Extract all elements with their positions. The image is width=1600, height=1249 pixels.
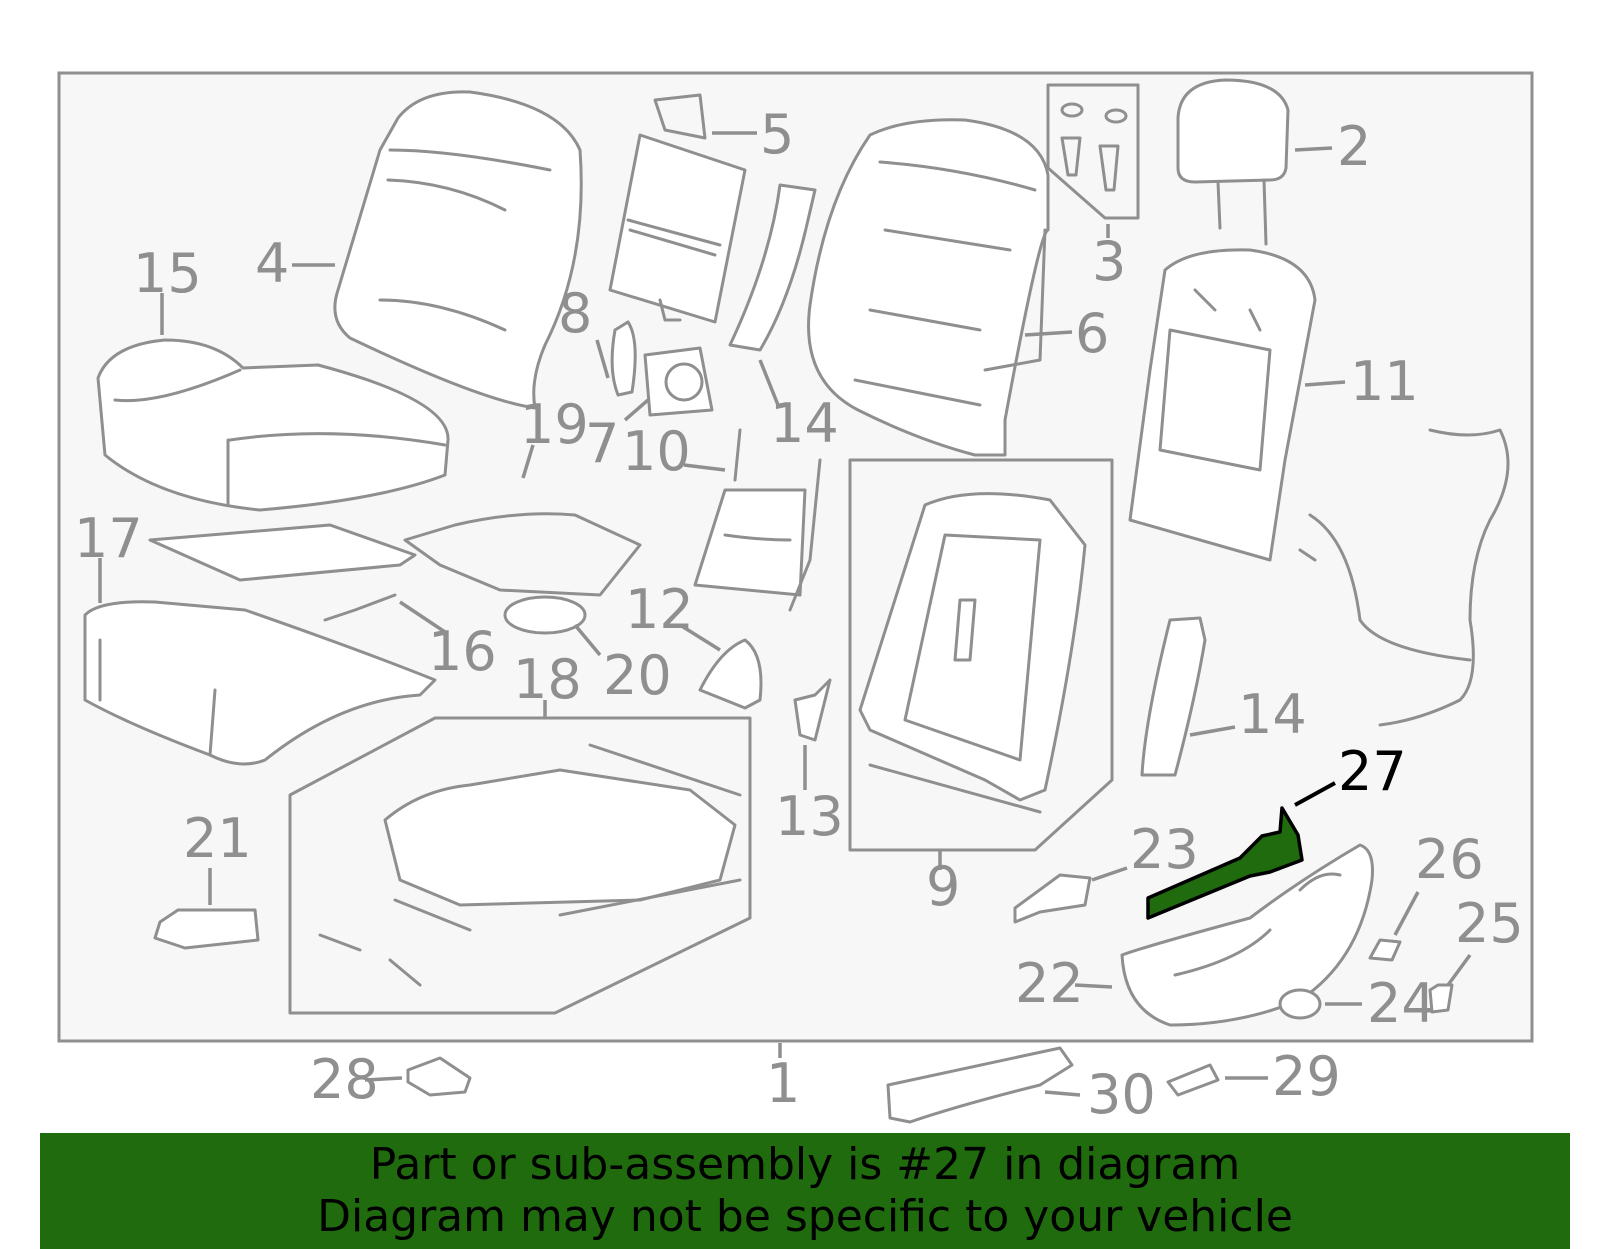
part-cushion-cover[interactable] — [96, 338, 450, 512]
part-headrest[interactable] — [1176, 78, 1290, 246]
part-pump[interactable] — [503, 595, 587, 635]
part-wiring-harness[interactable] — [1298, 428, 1510, 727]
callout-8: 8 — [558, 282, 592, 345]
banner-line-part: Part or sub-assembly is #27 in diagram — [369, 1139, 1241, 1190]
banner-line-disclaimer: Diagram may not be specific to your vehi… — [317, 1191, 1293, 1242]
callout-3: 3 — [1092, 230, 1126, 293]
callout-18: 18 — [513, 648, 582, 711]
callout-1: 1 — [766, 1052, 800, 1115]
part-seatback-pad[interactable] — [1128, 248, 1317, 562]
callout-25: 25 — [1455, 892, 1524, 955]
callout-4: 4 — [255, 232, 289, 295]
part-cushion-frame[interactable] — [83, 600, 437, 766]
callout-16: 16 — [428, 620, 497, 683]
part-heater-mat[interactable] — [403, 512, 642, 597]
part-side-shield[interactable] — [1120, 843, 1374, 1027]
callout-30: 30 — [1087, 1063, 1156, 1126]
part-sensor[interactable] — [323, 593, 397, 622]
part-fastener-kit[interactable] — [1046, 83, 1140, 220]
callout-14-upper: 14 — [770, 392, 839, 455]
part-seat-pan[interactable] — [148, 523, 417, 582]
callout-28: 28 — [310, 1048, 379, 1111]
part-side-trim-upper[interactable] — [728, 183, 817, 352]
part-control-module[interactable] — [153, 908, 260, 950]
part-clip-29[interactable] — [1166, 1063, 1220, 1097]
callout-11: 11 — [1350, 350, 1419, 413]
callout-20: 20 — [603, 644, 672, 707]
part-side-trim-lower[interactable] — [1140, 616, 1207, 777]
callout-12: 12 — [625, 578, 694, 641]
part-small-bracket[interactable] — [610, 320, 637, 397]
part-lumbar-panel[interactable] — [608, 93, 747, 324]
leader-lines — [98, 131, 1472, 1097]
part-bracket-12[interactable] — [698, 638, 763, 710]
callout-29: 29 — [1272, 1045, 1341, 1108]
callout-27: 27 — [1338, 740, 1407, 803]
callout-22: 22 — [1015, 952, 1084, 1015]
callout-24: 24 — [1367, 972, 1436, 1035]
callout-6: 6 — [1075, 302, 1109, 365]
callout-2: 2 — [1337, 115, 1371, 178]
callout-26: 26 — [1415, 828, 1484, 891]
callout-21: 21 — [183, 807, 252, 870]
part-seatback-cover[interactable] — [333, 90, 583, 410]
part-knob-24[interactable] — [1278, 988, 1322, 1020]
callout-19: 19 — [520, 393, 589, 456]
part-knob-25[interactable] — [1428, 983, 1454, 1014]
part-seatback-frame-box[interactable] — [848, 458, 1114, 852]
callout-13: 13 — [775, 785, 844, 848]
part-seat-track-box[interactable] — [288, 716, 752, 1015]
callout-23: 23 — [1130, 818, 1199, 881]
part-recline-module[interactable] — [693, 428, 822, 612]
info-banner: Part or sub-assembly is #27 in diagram D… — [40, 1133, 1570, 1249]
part-bracket-13[interactable] — [793, 678, 832, 742]
callout-9: 9 — [926, 855, 960, 918]
callout-15: 15 — [133, 242, 202, 305]
part-motor[interactable] — [643, 346, 714, 417]
callout-5: 5 — [760, 103, 794, 166]
callout-10: 10 — [622, 420, 691, 483]
callout-14-lower: 14 — [1238, 683, 1307, 746]
part-switch-23[interactable] — [1013, 873, 1092, 924]
part-clip-28[interactable] — [406, 1056, 472, 1097]
part-trim-30[interactable] — [886, 1046, 1074, 1124]
part-27-highlighted[interactable] — [1146, 806, 1304, 920]
callout-17: 17 — [74, 507, 143, 570]
part-seatback-panel[interactable] — [807, 118, 1050, 457]
callout-7: 7 — [585, 412, 619, 475]
part-knob-26[interactable] — [1368, 938, 1402, 962]
